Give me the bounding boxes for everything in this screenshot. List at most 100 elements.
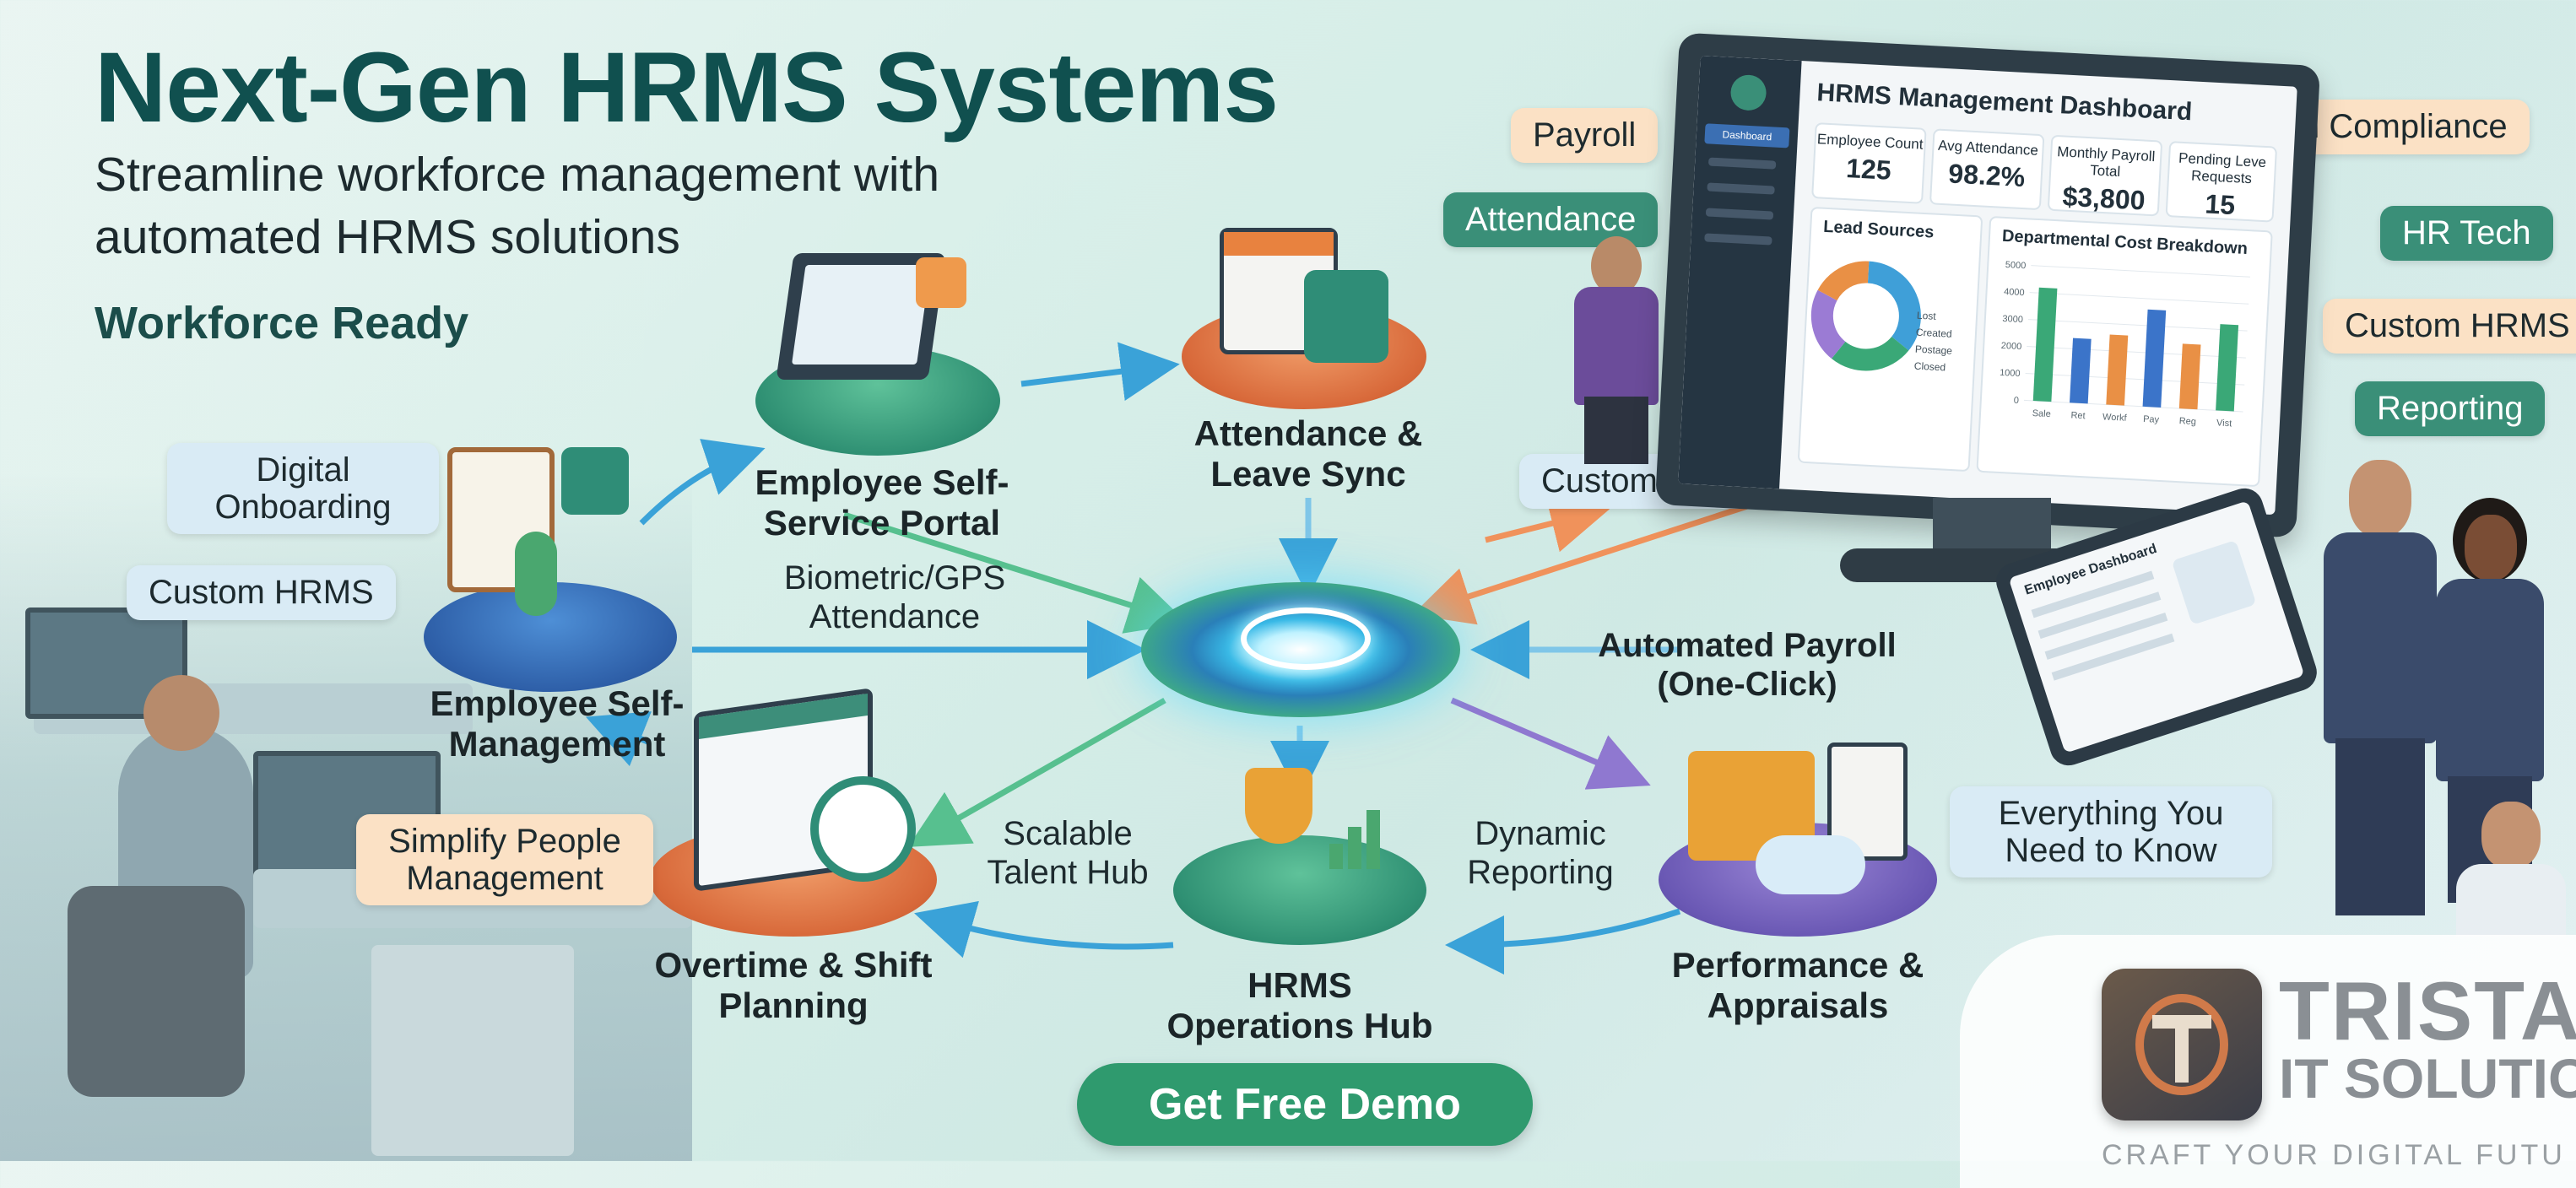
get-free-demo-button[interactable]: Get Free Demo [1077,1063,1533,1146]
monitor-stand [1933,498,2051,557]
pill-simplify-people: Simplify People Management [356,814,653,905]
sidebar-item [1707,157,1777,170]
y-tick-label: 0 [2013,396,2019,406]
growth-chart-icon [1329,802,1397,869]
kpi-label: Avg Attendance [1937,137,2039,159]
hub-glow-ring [1241,608,1371,670]
pill-payroll: Payroll [1511,108,1659,163]
bar [2178,343,2201,410]
cloud-icon [1756,835,1865,894]
kpi-value: $3,800 [2061,181,2146,216]
kpi-value: 98.2% [1947,158,2027,193]
kpi-label: Employee Count [1816,131,1924,153]
operations-hub-platform [1173,835,1426,945]
lead-sources-title: Lead Sources [1822,217,1935,242]
sidebar-item-dashboard[interactable]: Dashboard [1704,123,1790,148]
y-tick-label: 3000 [2002,314,2023,325]
bar [2032,287,2058,402]
tagline: Workforce Ready [95,298,469,348]
flow-automated-payroll: Automated Payroll (One-Click) [1598,627,1897,703]
microphone-icon [515,532,557,616]
dashboard-screen: Dashboard HRMS Management Dashboard Empl… [1678,55,2297,516]
brand-slogan: CRAFT YOUR DIGITAL FUTU [2102,1139,2566,1171]
tristara-logo-icon [2102,969,2262,1120]
man-figure [2317,460,2443,915]
x-tick-label: Pay [2143,414,2160,425]
brand-area [1960,935,2576,1188]
page-subtitle: Streamline workforce management with aut… [95,148,940,264]
legend-item: Postage [1914,343,1953,357]
brand-subtitle: IT SOLUTION [2279,1047,2576,1110]
dept-cost-title: Departmental Cost Breakdown [2001,226,2249,259]
grid-line [2029,292,2249,305]
bar [2070,338,2092,404]
flow-scalable: Scalable Talent Hub [987,815,1149,891]
kpi-avg-attendance: Avg Attendance 98.2% [1929,128,2045,211]
woman-figure [1566,236,1667,464]
kpi-pending-leave: Pending Leve Requests 15 [2165,141,2278,223]
sidebar-item [1704,233,1772,246]
lead-sources-panel: Lead Sources Lost Created Postage Closed [1797,206,1983,472]
flow-biometric: Biometric/GPS Attendance [783,559,1006,635]
donut-slice [1831,336,1909,371]
form-row [2051,633,2175,681]
x-tick-label: Sale [2032,408,2051,419]
pill-everything: Everything You Need to Know [1950,786,2272,878]
node-overtime: Overtime & Shift Planning [654,945,933,1025]
grid-line [2027,319,2248,332]
legend-item: Created [1915,326,1952,340]
profile-photo [2171,539,2257,625]
donut-slice [1817,261,1870,301]
grid-line [2027,346,2246,359]
y-tick-label: 4000 [2004,287,2025,298]
kpi-employee-count: Employee Count 125 [1811,122,1927,204]
flow-dynamic: Dynamic Reporting [1467,815,1614,891]
sidebar-item [1705,208,1774,220]
x-tick-label: Reg [2178,416,2196,427]
bar [2142,309,2167,408]
kpi-value: 15 [2204,188,2237,221]
sidebar-item [1707,182,1775,195]
lead-sources-donut [1810,261,1921,371]
kpi-label: Monthly Payroll Total [2056,143,2156,181]
flow-connectors [586,342,1749,975]
node-operations-hub: HRMS Operations Hub [1166,965,1433,1045]
fingerprint-icon [1304,270,1388,363]
dashboard-monitor: Dashboard HRMS Management Dashboard Empl… [1654,32,2321,538]
profile-chat-icon [916,257,966,308]
clock-icon [810,776,916,882]
page-title: Next-Gen HRMS Systems [95,32,1279,143]
user-profile-icon [561,447,629,515]
pill-reporting: Reporting [2355,381,2546,436]
office-chair [68,886,245,1097]
grid-line [2025,372,2245,386]
user-avatar-icon [1729,73,1767,111]
pill-custom-hrms-right: Custom HRMS [2323,299,2576,354]
donut-slice [1810,289,1846,359]
bar [2216,324,2239,412]
x-tick-label: Workf [2102,412,2128,424]
y-tick-label: 2000 [2000,341,2021,352]
bar [2106,334,2129,406]
background-worker-head [143,675,219,751]
seated-man-figure [2448,802,2574,937]
form-row [2044,613,2168,660]
grid-line [2023,399,2243,413]
legend-item: Closed [1913,359,1946,374]
kpi-value: 125 [1845,153,1892,186]
pill-digital-onboarding: Digital Onboarding [167,443,439,534]
connector-lines [586,342,1749,975]
node-attendance-leave: Attendance & Leave Sync [1193,413,1423,494]
node-self-management: Employee Self-Management [430,683,685,764]
node-ess-portal: Employee Self-Service Portal [755,462,1009,543]
kpi-label: Pending Leve Requests [2178,149,2267,187]
dashboard-sidebar: Dashboard [1678,55,1802,489]
kpi-monthly-payroll: Monthly Payroll Total $3,800 [2047,134,2163,217]
pill-attendance: Attendance [1443,192,1659,247]
donut-slice [1867,261,1921,351]
brand-name: TRISTARA [2279,964,2576,1057]
x-tick-label: Ret [2070,410,2086,421]
form-row [2038,591,2162,640]
